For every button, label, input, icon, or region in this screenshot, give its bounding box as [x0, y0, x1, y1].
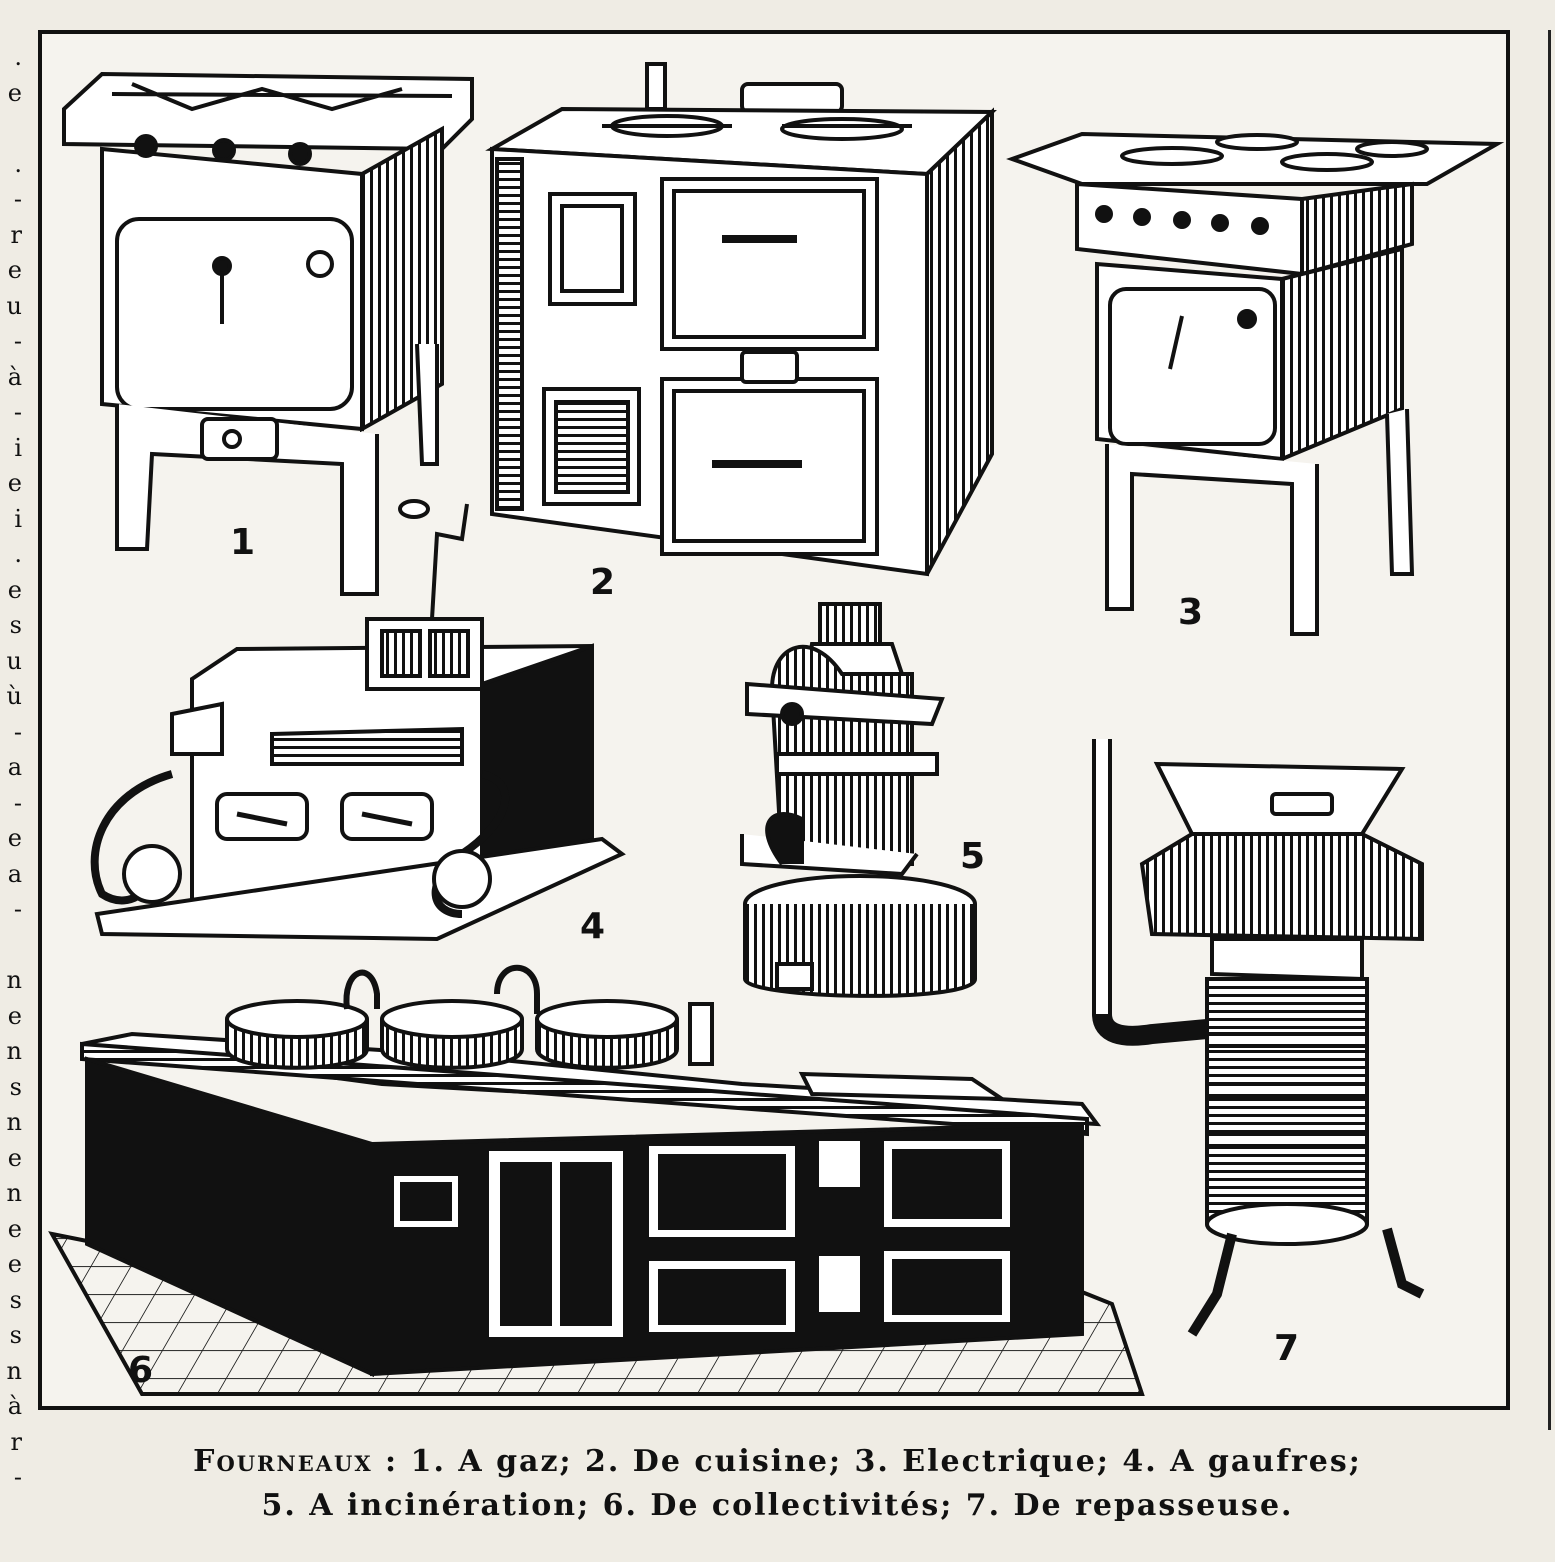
margin-letter: s: [9, 1321, 22, 1349]
incinerator-stove-drawing: [740, 602, 977, 998]
margin-letter: .: [14, 43, 22, 71]
caption-line-2: 5. A incinération; 6. De collectivités; …: [261, 1488, 1294, 1523]
margin-letter: .: [14, 540, 22, 568]
margin-letter: r: [10, 1427, 22, 1456]
margin-letter: n: [6, 1108, 22, 1136]
margin-letter: n: [6, 1356, 22, 1385]
margin-letter: e: [7, 1250, 22, 1278]
institutional-range-drawing: [48, 964, 1145, 1396]
electric-stove-drawing: [1006, 131, 1505, 636]
margin-letter: e: [7, 469, 22, 497]
margin-letter: n: [6, 966, 22, 994]
figure-number-1: 1: [230, 522, 256, 563]
gas-stove-drawing: [62, 71, 474, 596]
margin-letter: n: [6, 1037, 22, 1065]
margin-letter: ù: [6, 682, 22, 710]
caption-title: Fourneaux :: [193, 1444, 399, 1479]
kitchen-range-drawing: [485, 62, 997, 577]
margin-letter: -: [13, 1463, 22, 1491]
figure-number-4: 4: [580, 906, 606, 947]
waffle-stove-drawing: [90, 499, 626, 942]
figure-number-2: 2: [590, 562, 616, 603]
margin-letter: s: [9, 1285, 22, 1314]
margin-letter: e: [7, 1214, 22, 1243]
margin-letter: e: [7, 1143, 22, 1172]
figure-number-7: 7: [1274, 1328, 1300, 1369]
margin-letter: -: [13, 717, 22, 746]
margin-letter: s: [9, 1072, 22, 1101]
margin-letter: e: [7, 575, 22, 604]
margin-letter: -: [13, 895, 22, 923]
margin-letter: i: [14, 433, 22, 462]
caption-line-1: Fourneaux : 1. A gaz; 2. De cuisine; 3. …: [40, 1440, 1515, 1484]
right-rule-line: [1548, 30, 1551, 1430]
figure-caption: Fourneaux : 1. A gaz; 2. De cuisine; 3. …: [40, 1440, 1515, 1528]
margin-letter: -: [13, 788, 22, 817]
margin-letter: a: [7, 859, 22, 888]
margin-letter: e: [7, 1001, 22, 1030]
margin-letter: i: [14, 504, 22, 533]
stoves-illustration: [48, 62, 1505, 1396]
margin-letter: s: [9, 611, 22, 639]
margin-letter: à: [7, 1392, 22, 1420]
margin-letter: à: [7, 362, 22, 391]
margin-letter: .: [14, 149, 22, 178]
margin-letter: e: [7, 256, 22, 284]
margin-letter: u: [6, 646, 22, 675]
margin-letter: a: [7, 753, 22, 781]
margin-letter: e: [7, 824, 22, 852]
margin-letter: -: [13, 185, 22, 213]
illustration-plate: 1 2 3 4 5 6 7: [38, 30, 1510, 1410]
margin-letter: n: [6, 1179, 22, 1207]
margin-letter: -: [13, 398, 22, 426]
figure-number-3: 3: [1178, 592, 1204, 633]
margin-letter: -: [13, 327, 22, 355]
margin-letter: e: [7, 78, 22, 107]
margin-letter: r: [10, 220, 22, 249]
laundress-stove-drawing: [1092, 739, 1425, 1337]
figure-number-5: 5: [960, 836, 986, 877]
margin-letter: u: [6, 291, 22, 320]
caption-line-1-text: 1. A gaz; 2. De cuisine; 3. Electrique; …: [398, 1444, 1362, 1479]
figure-number-6: 6: [128, 1350, 154, 1391]
